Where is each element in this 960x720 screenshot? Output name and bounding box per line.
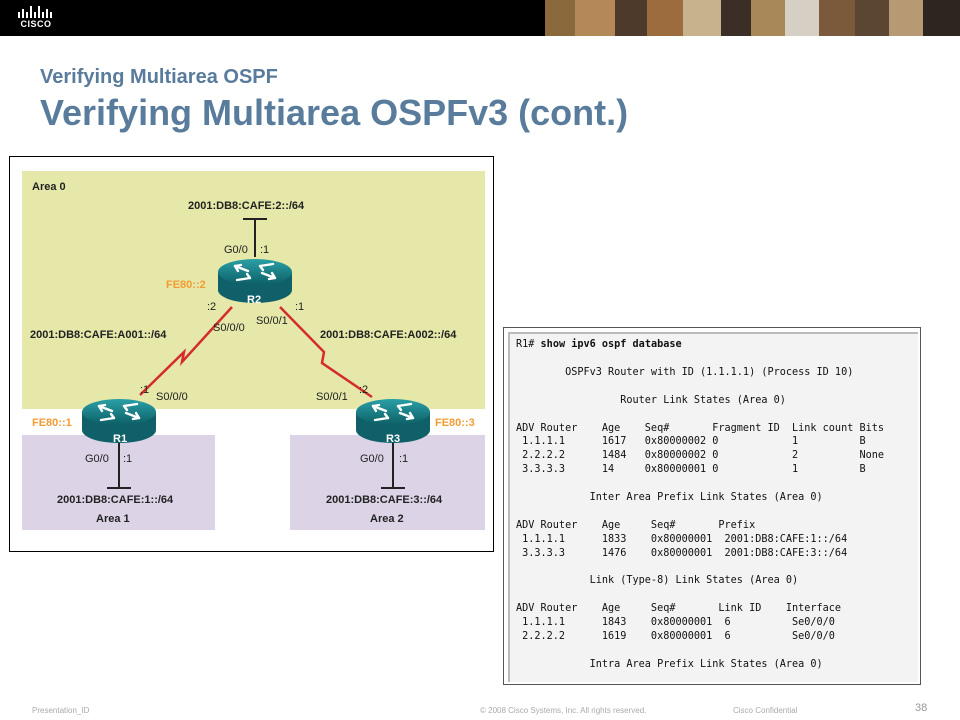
r2-s000-label: S0/0/0 bbox=[213, 322, 245, 334]
footer-presentation-id: Presentation_ID bbox=[32, 706, 90, 715]
header-photo bbox=[785, 0, 819, 36]
router-r1-name: R1 bbox=[113, 433, 127, 445]
r1-serial-host: :1 bbox=[140, 384, 149, 396]
cli-line: 3.3.3.3 1476 0x80000001 2001:DB8:CAFE:3:… bbox=[516, 547, 848, 559]
cli-prompt: R1# bbox=[516, 339, 541, 350]
header-photo bbox=[751, 0, 785, 36]
cli-output-panel: R1# show ipv6 ospf database OSPFv3 Route… bbox=[503, 327, 921, 685]
area-2-label: Area 2 bbox=[370, 513, 404, 525]
header-photo bbox=[575, 0, 615, 36]
header-photo bbox=[683, 0, 721, 36]
r2-right-host: :1 bbox=[295, 301, 304, 313]
serial-link-r2-r3 bbox=[279, 306, 373, 399]
cli-line: 3.3.3.3 14 0x80000001 0 1 B bbox=[516, 464, 866, 476]
cli-output-body: R1# show ipv6 ospf database OSPFv3 Route… bbox=[508, 332, 918, 682]
cli-line: Router Link States (Area 0) bbox=[516, 394, 786, 406]
cli-line: ADV Router Age Seq# Link ID Interface bbox=[516, 603, 842, 615]
cli-line: OSPFv3 Router with ID (1.1.1.1) (Process… bbox=[516, 366, 854, 378]
r3-g00-label: G0/0 bbox=[360, 453, 384, 465]
header-photo bbox=[855, 0, 889, 36]
r3-link-local: FE80::3 bbox=[435, 417, 475, 429]
photo-strip bbox=[545, 0, 960, 36]
header-photo bbox=[615, 0, 647, 36]
cli-line: Intra Area Prefix Link States (Area 0) bbox=[516, 658, 823, 670]
cli-line: 1.1.1.1 1617 0x80000002 0 1 B bbox=[516, 436, 866, 448]
cli-command-line: R1# show ipv6 ospf database bbox=[516, 339, 682, 350]
cisco-logo: CISCO bbox=[14, 6, 58, 32]
topology-svg: Area 0 Area 1 Area 2 R2 R1 R3 2001:DB8:C… bbox=[22, 171, 485, 530]
topology-diagram: Area 0 Area 1 Area 2 R2 R1 R3 2001:DB8:C… bbox=[9, 156, 494, 552]
cli-line: 1.1.1.1 1833 0x80000001 2001:DB8:CAFE:1:… bbox=[516, 533, 848, 545]
header-photo bbox=[545, 0, 575, 36]
r3-serial-host: :2 bbox=[359, 384, 368, 396]
footer-confidential: Cisco Confidential bbox=[733, 706, 798, 715]
router-r3-name: R3 bbox=[386, 433, 400, 445]
page-number: 38 bbox=[915, 702, 928, 714]
header-photo bbox=[819, 0, 855, 36]
logo-text: CISCO bbox=[20, 19, 52, 29]
header-photo bbox=[721, 0, 751, 36]
slide-title: Verifying Multiarea OSPFv3 (cont.) bbox=[40, 92, 629, 133]
router-r2-name: R2 bbox=[247, 294, 261, 306]
area-0-label: Area 0 bbox=[32, 181, 66, 193]
r1-g00-label: G0/0 bbox=[85, 453, 109, 465]
cli-line: 2.2.2.2 1484 0x80000002 0 2 None bbox=[516, 450, 885, 462]
serial-link-r1-r2 bbox=[139, 306, 233, 396]
link-r2-r3-prefix: 2001:DB8:CAFE:A002::/64 bbox=[320, 329, 457, 341]
r1-g00-host: :1 bbox=[123, 453, 132, 465]
r2-g00-host: :1 bbox=[260, 244, 269, 256]
cli-line: 2.2.2.2 1619 0x80000001 6 Se0/0/0 bbox=[516, 631, 835, 642]
cli-line: Link (Type-8) Link States (Area 0) bbox=[516, 575, 799, 587]
r3-g00-host: :1 bbox=[399, 453, 408, 465]
cli-line: ADV Router Age Seq# Fragment ID Link cou… bbox=[516, 422, 885, 434]
r2-g00-label: G0/0 bbox=[224, 244, 248, 256]
r1-link-local: FE80::1 bbox=[32, 417, 72, 429]
r1-lan-prefix: 2001:DB8:CAFE:1::/64 bbox=[57, 494, 174, 506]
r1-s000-label: S0/0/0 bbox=[156, 391, 188, 403]
header-bar: CISCO bbox=[0, 0, 960, 36]
link-r1-r2-prefix: 2001:DB8:CAFE:A001::/64 bbox=[30, 329, 167, 341]
cli-line: 1.1.1.1 1843 0x80000001 6 Se0/0/0 bbox=[516, 617, 835, 629]
footer-copyright: © 2008 Cisco Systems, Inc. All rights re… bbox=[480, 706, 647, 715]
r2-lan-prefix: 2001:DB8:CAFE:2::/64 bbox=[188, 200, 305, 212]
area-2-region bbox=[290, 435, 485, 530]
cli-line: ADV Router Age Seq# Prefix bbox=[516, 519, 756, 531]
cisco-bridge-icon bbox=[18, 6, 52, 18]
header-photo bbox=[647, 0, 683, 36]
cli-command: show ipv6 ospf database bbox=[540, 339, 682, 350]
r2-link-local: FE80::2 bbox=[166, 279, 206, 291]
r3-s001-label: S0/0/1 bbox=[316, 391, 348, 403]
r2-s001-label: S0/0/1 bbox=[256, 315, 288, 327]
slide-subtitle: Verifying Multiarea OSPF bbox=[40, 66, 278, 88]
cli-line: Inter Area Prefix Link States (Area 0) bbox=[516, 492, 823, 503]
area-1-label: Area 1 bbox=[96, 513, 130, 525]
r3-lan-prefix: 2001:DB8:CAFE:3::/64 bbox=[326, 494, 443, 506]
r2-left-host: :2 bbox=[207, 301, 216, 313]
header-photo bbox=[923, 0, 960, 36]
header-photo bbox=[889, 0, 923, 36]
